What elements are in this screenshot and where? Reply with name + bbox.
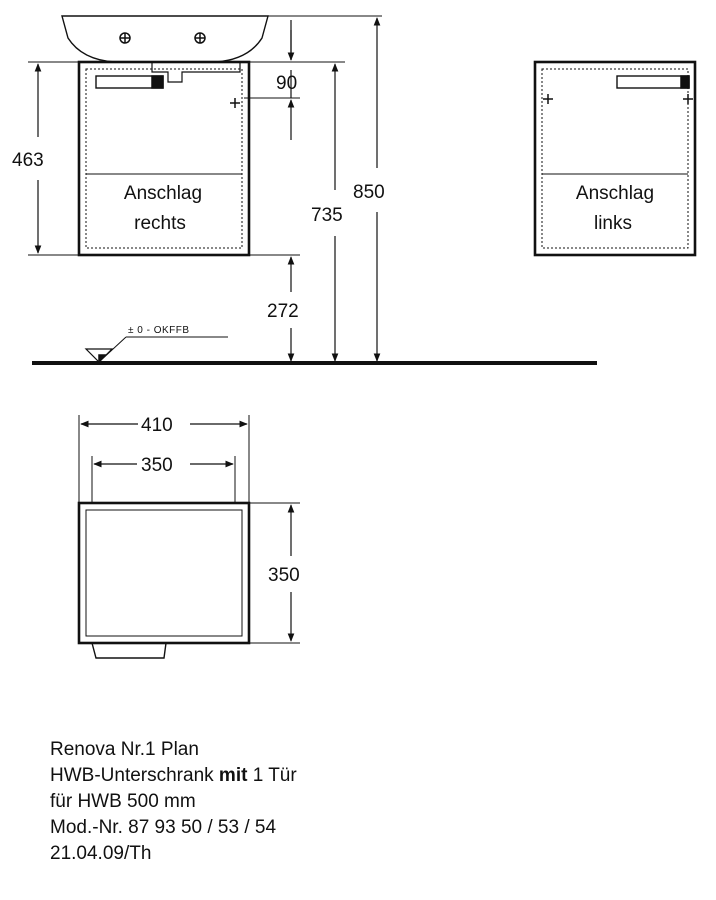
dimension-410 <box>78 415 250 503</box>
right-hinge-label-line2: rechts <box>134 213 186 234</box>
dimension-350-width <box>91 456 236 503</box>
caption-line-date: 21.04.09/Th <box>50 843 152 864</box>
left-hinge-label-line2: links <box>594 213 632 234</box>
washbasin <box>61 15 269 63</box>
caption-line-model: Mod.-Nr. 87 93 50 / 53 / 54 <box>50 817 277 838</box>
caption-line-product: Renova Nr.1 Plan <box>50 739 199 760</box>
caption-line-basin: für HWB 500 mm <box>50 791 196 812</box>
right-hinge-label-line1: Anschlag <box>124 183 202 204</box>
dimension-272 <box>249 254 300 362</box>
dim-label-272: 272 <box>267 301 299 322</box>
floor-reference-symbol <box>84 336 228 365</box>
caption-desc-bold: mit <box>218 765 248 786</box>
left-hinge-label-line1: Anschlag <box>576 183 654 204</box>
floor-reference-label: ± 0 - OKFFB <box>128 325 190 336</box>
dim-label-850: 850 <box>353 182 385 203</box>
cabinet-front-view-right-hinge <box>77 60 251 257</box>
cabinet-front-view-left-hinge <box>533 60 697 257</box>
dim-label-350-width: 350 <box>141 455 173 476</box>
dim-label-350-depth: 350 <box>268 565 300 586</box>
dimension-735 <box>249 61 345 362</box>
title-block: Renova Nr.1 Plan HWB-Unterschrank mit 1 … <box>50 737 297 867</box>
dimension-90 <box>244 15 382 140</box>
caption-desc-part1: HWB-Unterschrank <box>50 765 219 786</box>
caption-line-description: HWB-Unterschrank mit 1 Tür <box>50 763 297 789</box>
caption-desc-part2: 1 Tür <box>247 765 297 786</box>
cabinet-plan-view <box>77 501 251 659</box>
dim-label-463: 463 <box>12 150 44 171</box>
dim-label-90: 90 <box>276 73 297 94</box>
dimension-350-depth <box>249 502 300 644</box>
dim-label-735: 735 <box>311 205 343 226</box>
dim-label-410: 410 <box>141 415 173 436</box>
dimension-463 <box>28 61 79 256</box>
